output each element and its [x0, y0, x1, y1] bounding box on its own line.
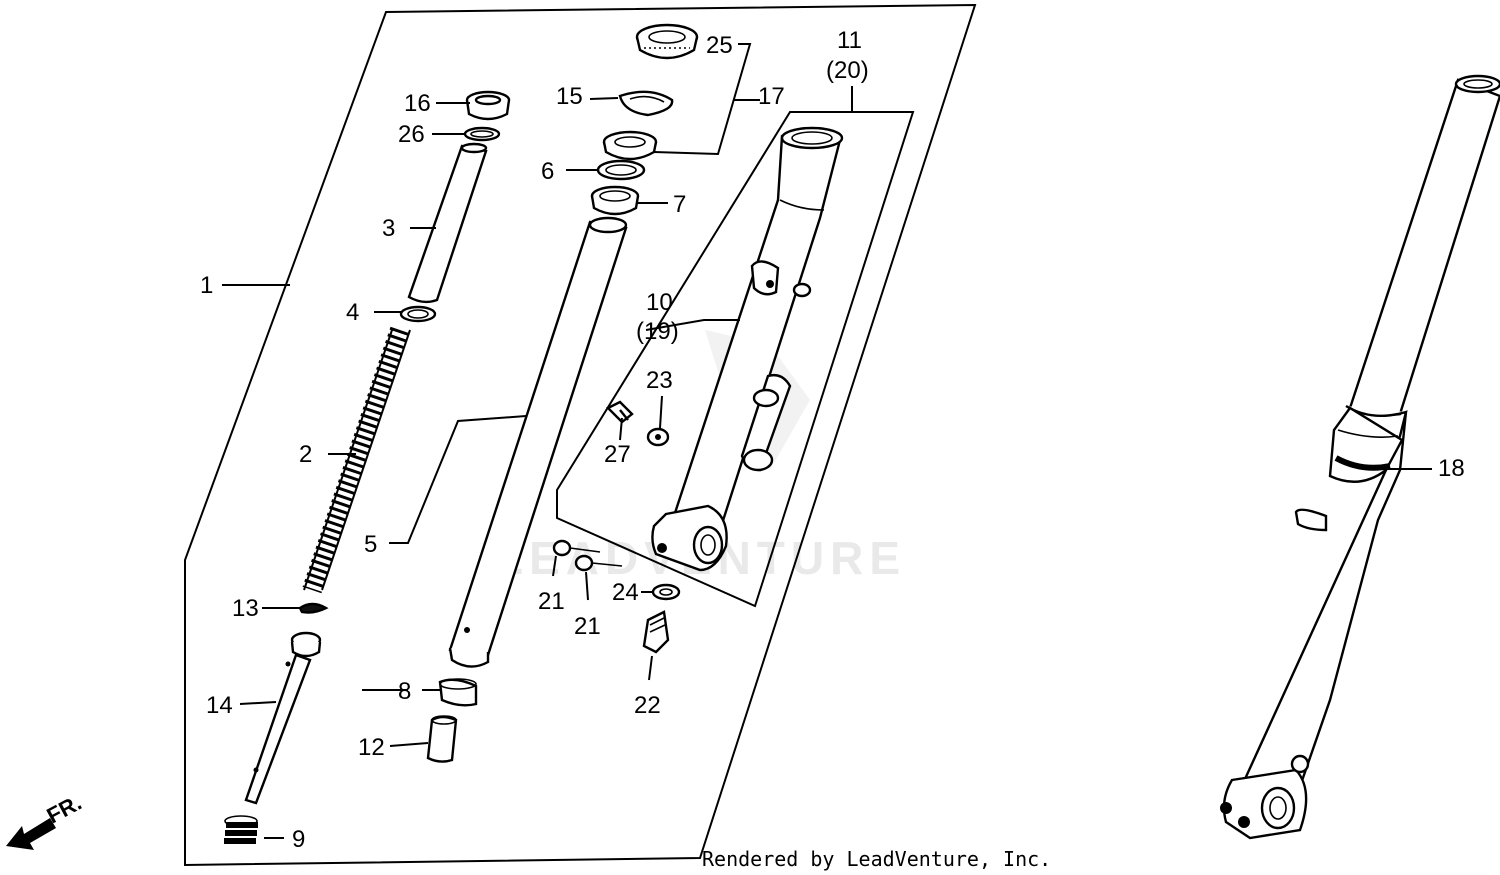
callout-26[interactable]: 26 [398, 121, 425, 148]
socket-bolt[interactable] [642, 610, 670, 654]
callout-1[interactable]: 1 [200, 272, 213, 299]
assembly-outline [184, 3, 977, 867]
callout-4[interactable]: 4 [346, 299, 359, 326]
callout-24[interactable]: 24 [612, 579, 639, 606]
callout-8[interactable]: 8 [398, 678, 411, 705]
callout-2[interactable]: 2 [299, 441, 312, 468]
axle-holder-bolt-b[interactable] [574, 554, 623, 572]
callout-3[interactable]: 3 [382, 215, 395, 242]
callout-16[interactable]: 16 [404, 90, 431, 117]
oil-seal[interactable] [602, 130, 658, 161]
callout-9[interactable]: 9 [292, 826, 305, 853]
callout-17[interactable]: 17 [758, 83, 785, 110]
callout-22[interactable]: 22 [634, 692, 661, 719]
back-up-ring[interactable] [596, 159, 646, 181]
leader-lines [222, 43, 1432, 839]
slide-bushing[interactable] [590, 185, 640, 216]
callout-10[interactable]: 10 [646, 289, 673, 316]
o-ring[interactable] [463, 126, 501, 142]
render-credit: Rendered by LeadVenture, Inc. [702, 847, 1051, 871]
front-arrow-icon [6, 818, 56, 850]
callout-11-alt[interactable]: (20) [826, 57, 869, 84]
callout-14[interactable]: 14 [206, 692, 233, 719]
callout-23[interactable]: 23 [646, 367, 673, 394]
oil-lock-piece[interactable] [426, 715, 458, 763]
socket-bolt-washer[interactable] [651, 583, 681, 601]
callout-11[interactable]: 11 [837, 27, 862, 54]
axle-holder-bolt-a[interactable] [552, 539, 601, 557]
callout-12[interactable]: 12 [358, 734, 385, 761]
rebound-spring[interactable] [224, 815, 258, 844]
assembled-fork-view[interactable] [1220, 74, 1500, 840]
drain-bolt[interactable] [605, 400, 634, 424]
callout-27[interactable]: 27 [604, 441, 631, 468]
callout-25[interactable]: 25 [706, 32, 733, 59]
fork-cap-bolt[interactable] [465, 90, 511, 121]
callouts: 1 2 3 4 5 6 7 8 9 10 (19) 11 (20) 12 13 … [200, 27, 1465, 853]
callout-7[interactable]: 7 [673, 191, 686, 218]
spring-seat-washer[interactable] [399, 305, 437, 323]
callout-15[interactable]: 15 [556, 83, 583, 110]
oil-seal-stopper-ring[interactable] [618, 90, 674, 117]
damper-rod[interactable] [244, 631, 322, 805]
callout-6[interactable]: 6 [541, 158, 554, 185]
dust-seal[interactable] [635, 23, 699, 60]
fork-tube[interactable] [448, 216, 628, 668]
callout-13[interactable]: 13 [232, 595, 259, 622]
drain-washer[interactable] [646, 427, 670, 447]
callout-18[interactable]: 18 [1438, 455, 1465, 482]
lower-leg-outline [556, 111, 915, 608]
fork-slider[interactable] [651, 126, 844, 572]
fork-spring[interactable] [302, 326, 411, 594]
callout-5[interactable]: 5 [364, 531, 377, 558]
tube-bushing[interactable] [438, 678, 478, 707]
circlip[interactable] [298, 602, 329, 614]
callout-21-b[interactable]: 21 [574, 613, 601, 640]
spacer-tube[interactable] [407, 142, 488, 304]
callout-21-a[interactable]: 21 [538, 588, 565, 615]
front-direction-indicator: FR. [6, 790, 86, 850]
callout-10-alt[interactable]: (19) [636, 318, 679, 345]
